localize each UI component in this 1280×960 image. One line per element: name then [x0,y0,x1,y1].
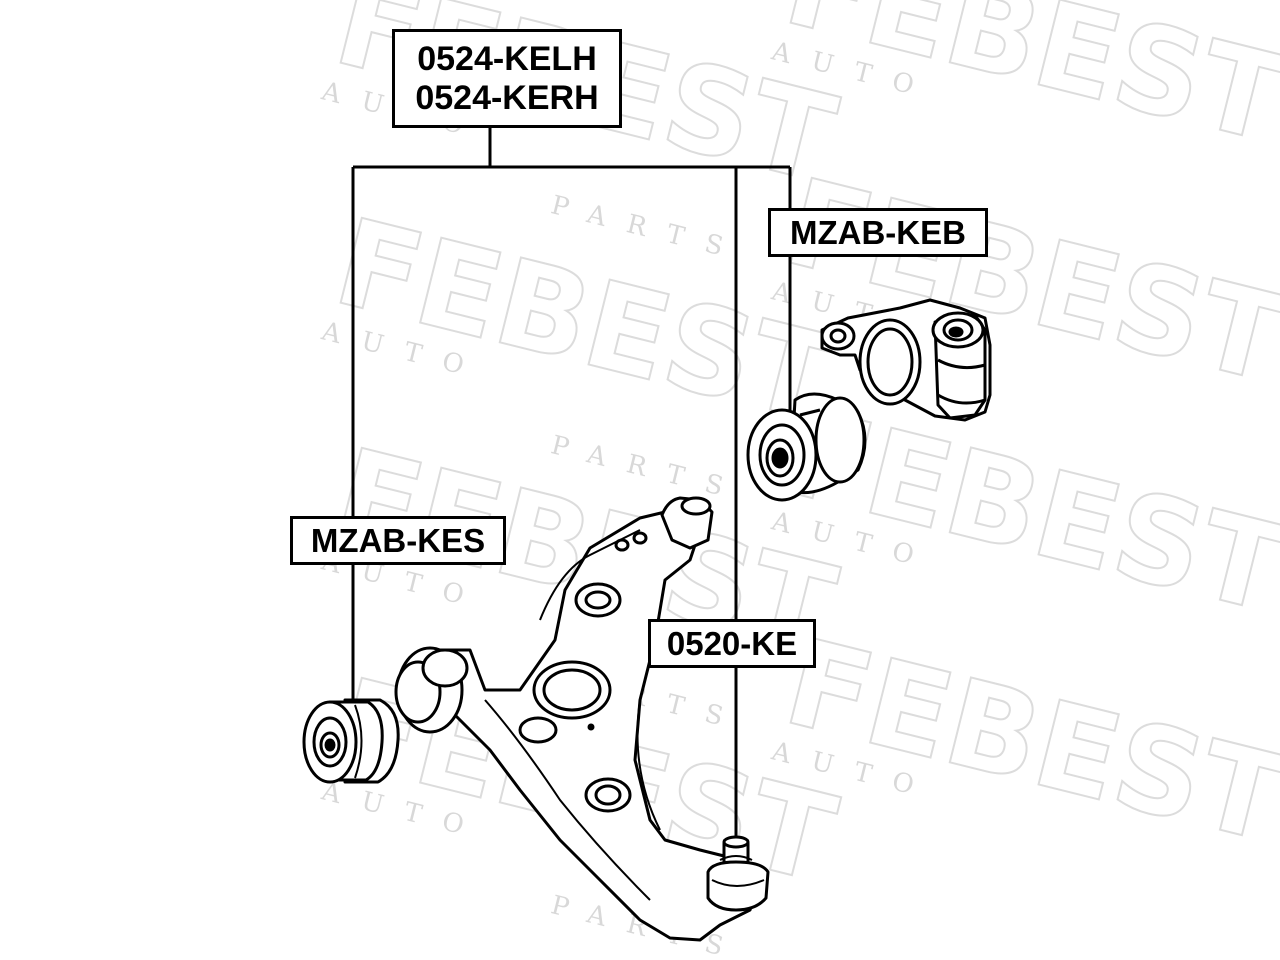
leader-lines [351,128,792,842]
front-bushing-part [302,698,400,784]
part-number-right: 0524-KERH [415,79,599,117]
part-label-upper-bushing[interactable]: MZAB-KEB [768,208,988,257]
ball-joint-part [706,835,770,912]
control-arm-part [394,496,762,942]
upper-bushing-part [746,392,867,502]
part-label-ball-joint[interactable]: 0520-KE [648,619,816,668]
part-number-upper-bushing: MZAB-KEB [790,214,966,251]
part-label-front-bushing[interactable]: MZAB-KES [290,516,506,565]
part-number-front-bushing: MZAB-KES [310,522,486,559]
part-number-left: 0524-KELH [417,40,597,78]
part-label-control-arm[interactable]: 0524-KELH 0524-KERH [392,29,622,128]
watermark-brand: FEBEST [773,153,1280,410]
part-number-ball-joint: 0520-KE [666,625,798,662]
rear-bushing-bracket [820,298,992,422]
watermark-brand: FEBEST [773,613,1280,870]
